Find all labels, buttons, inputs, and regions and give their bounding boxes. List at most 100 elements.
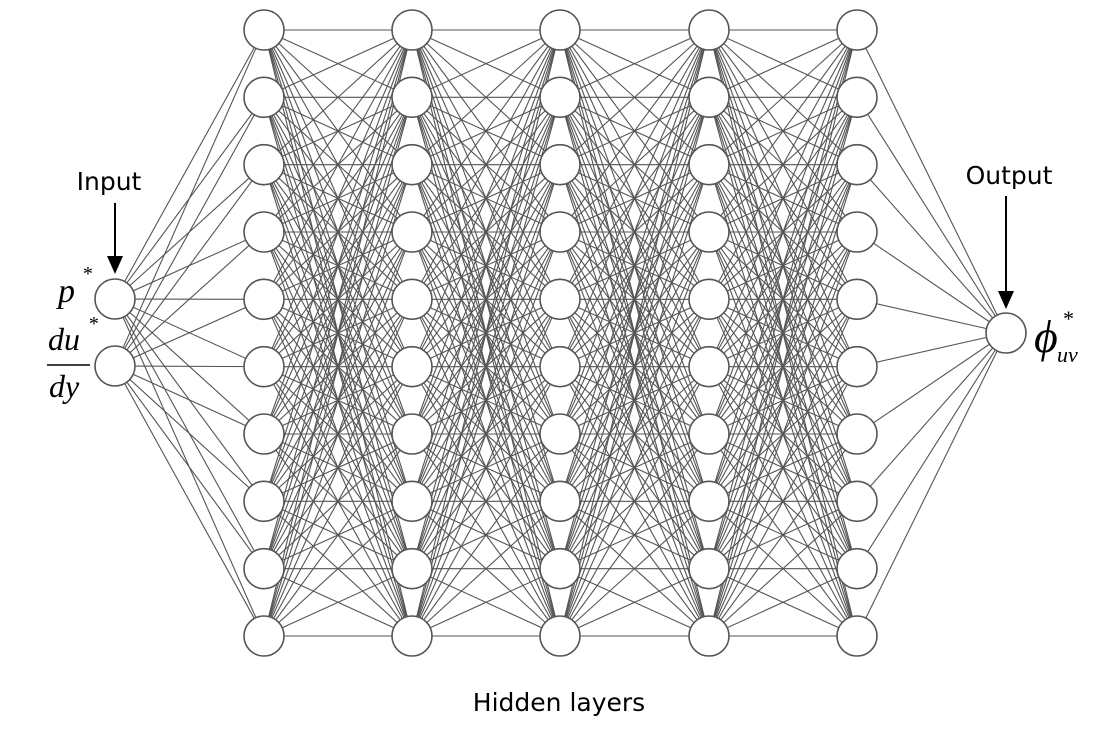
input-node — [94, 278, 136, 320]
network-edge — [114, 298, 265, 367]
hidden-node — [836, 413, 878, 455]
hidden-node — [836, 9, 878, 51]
hidden-layers-label: Hidden layers — [473, 688, 645, 717]
network-edge — [708, 29, 858, 300]
network-edge — [114, 365, 265, 502]
hidden-node — [539, 9, 581, 51]
network-edge — [411, 299, 561, 637]
network-edge — [856, 332, 1007, 502]
network-edge — [114, 365, 265, 637]
hidden-node — [539, 413, 581, 455]
network-edge — [559, 366, 710, 637]
network-edge — [263, 366, 413, 637]
network-edge — [263, 164, 413, 637]
network-edge — [263, 568, 413, 637]
hidden-node — [688, 413, 730, 455]
network-edge — [559, 29, 710, 166]
hidden-node — [539, 480, 581, 523]
network-edge — [263, 29, 413, 435]
hidden-node — [391, 211, 433, 253]
hidden-node — [836, 143, 878, 186]
hidden-node — [243, 143, 285, 186]
network-edge — [411, 29, 561, 569]
hidden-node — [836, 345, 878, 388]
network-edge — [263, 500, 413, 637]
hidden-node — [243, 9, 285, 51]
network-edge — [708, 500, 858, 637]
network-edge — [708, 299, 858, 637]
hidden-node — [539, 345, 581, 388]
hidden-node — [243, 480, 285, 523]
network-edge — [559, 29, 710, 367]
network-edge — [411, 29, 561, 435]
input-p-symbol: p — [56, 273, 75, 310]
network-edge — [856, 332, 1007, 637]
network-edge — [708, 164, 858, 637]
network-edge — [263, 29, 413, 233]
network-edge — [856, 97, 1007, 334]
hidden-node — [391, 345, 433, 388]
hidden-node — [688, 9, 730, 51]
input-node — [94, 345, 136, 387]
network-edge — [411, 97, 561, 637]
hidden-node — [836, 76, 878, 119]
input-frac-denominator: dy — [49, 368, 80, 404]
hidden-node — [243, 413, 285, 455]
network-edge — [708, 29, 858, 435]
network-edge — [411, 29, 561, 166]
hidden-node — [688, 480, 730, 523]
network-edge — [559, 29, 710, 233]
network-edge — [114, 29, 265, 367]
hidden-node — [836, 211, 878, 253]
network-edge — [708, 29, 858, 502]
network-edge — [114, 97, 265, 367]
network-edge — [263, 29, 413, 166]
network-edge — [559, 231, 710, 637]
network-edge — [856, 332, 1007, 435]
network-edge — [263, 299, 413, 637]
network-edge — [856, 231, 1007, 334]
hidden-node — [243, 345, 285, 388]
network-edge — [708, 231, 858, 637]
network-edge — [411, 568, 561, 637]
hidden-node — [243, 76, 285, 119]
hidden-node — [688, 547, 730, 590]
network-edge — [856, 164, 1007, 334]
network-edge — [559, 29, 710, 435]
network-edge — [559, 97, 710, 637]
network-edge — [708, 29, 858, 98]
network-edge — [559, 29, 710, 637]
hidden-node — [539, 143, 581, 186]
input-frac-numerator: du — [48, 321, 80, 357]
hidden-node — [391, 413, 433, 455]
network-edge — [263, 29, 413, 300]
network-edge — [559, 29, 710, 569]
network-edges — [114, 29, 1007, 637]
hidden-node — [243, 615, 285, 657]
network-edge — [856, 332, 1007, 368]
network-edge — [411, 29, 561, 300]
network-edge — [411, 500, 561, 637]
network-edge — [411, 366, 561, 637]
network-edge — [411, 29, 561, 502]
input-frac-numerator-superscript: * — [88, 313, 98, 335]
network-edge — [559, 164, 710, 637]
network-edge — [708, 97, 858, 637]
network-edge — [708, 29, 858, 233]
hidden-node — [836, 480, 878, 523]
network-edge — [411, 433, 561, 637]
hidden-node — [539, 76, 581, 119]
network-edge — [708, 29, 858, 637]
hidden-node — [391, 547, 433, 590]
network-edge — [856, 29, 1007, 334]
input-p-superscript: * — [82, 263, 92, 285]
hidden-node — [539, 547, 581, 590]
network-edge — [708, 366, 858, 637]
network-edge — [114, 365, 265, 569]
network-edge — [856, 332, 1007, 569]
network-edge — [708, 29, 858, 367]
network-edge — [411, 29, 561, 367]
hidden-node — [688, 143, 730, 186]
network-edge — [411, 29, 561, 98]
hidden-node — [836, 615, 878, 657]
